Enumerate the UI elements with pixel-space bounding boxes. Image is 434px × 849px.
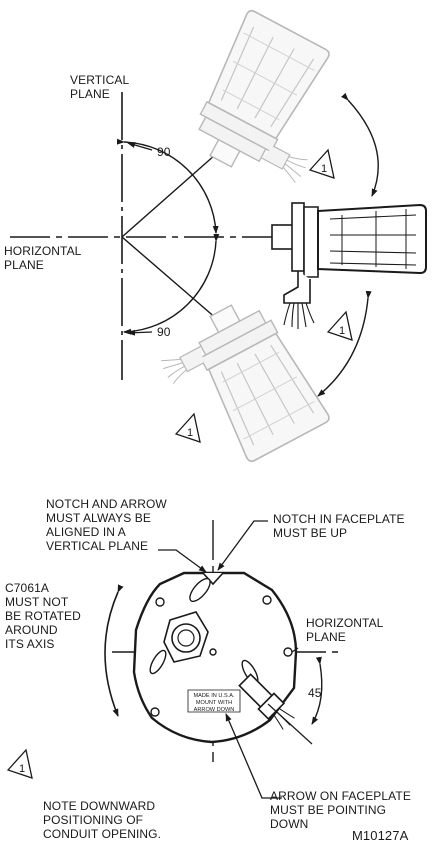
angle-45-arrow: [311, 656, 323, 725]
callout-number: 1: [321, 163, 327, 175]
footnote-text: NOTE DOWNWARD POSITIONING OF CONDUIT OPE…: [43, 799, 162, 841]
notch-faceplate-leader: [217, 520, 268, 571]
faceplate-label-strip: [187, 689, 241, 713]
horizontal-sensor: [271, 202, 427, 329]
faceplate-text-line: MADE IN U.S.A.: [193, 693, 234, 699]
callout-number: 1: [187, 427, 193, 439]
arrow-faceplate-leader: [225, 713, 282, 799]
callout-triangle-middle: 1: [326, 310, 353, 341]
horizontal-plane-leader: [291, 647, 299, 653]
slot-upper: [189, 577, 211, 603]
arrow-faceplate-note: ARROW ON FACEPLATE MUST BE POINTING DOWN: [270, 789, 411, 831]
footnote-number: 1: [19, 763, 25, 775]
notch-arrow-leader: [158, 549, 207, 573]
notch-arrow-note: NOTCH AND ARROW MUST ALWAYS BE ALIGNED I…: [46, 497, 167, 553]
bottom-diagram: MADE IN U.S.A. MOUNT WITH ARROW DOWN: [104, 520, 340, 799]
faceplate-text-line: ARROW DOWN: [194, 707, 235, 713]
callout-triangle-lower: 1: [174, 412, 201, 443]
upper-swing-arrow: [341, 92, 379, 197]
callout-number: 1: [339, 325, 345, 337]
angle-45-guide: [267, 703, 313, 745]
angle-bottom-label: 90: [157, 325, 171, 339]
lower-swing-arrow: [317, 290, 372, 397]
bottom-horizontal-plane-label: HORIZONTAL PLANE: [306, 616, 384, 644]
screw-icon: [283, 647, 293, 657]
screw-icon: [150, 707, 160, 717]
angle-top-label: 90: [157, 145, 171, 159]
lower-90-pointer: [127, 329, 153, 336]
horizontal-plane-label: HORIZONTAL PLANE: [4, 244, 82, 272]
vertical-plane-label: VERTICAL PLANE: [70, 73, 130, 101]
faceplate-notch: [202, 572, 224, 586]
figure-id: M10127A: [352, 828, 409, 843]
screw-icon: [155, 597, 165, 607]
faceplate-text-line: MOUNT WITH: [196, 700, 232, 706]
slot-left: [149, 649, 167, 675]
upper-90-pointer: [127, 142, 153, 151]
callout-triangle-upper: 1: [308, 148, 335, 179]
fitting-bore: [177, 629, 195, 647]
top-diagram: 1 1 1: [10, 8, 427, 479]
lower-90-arc: [123, 233, 220, 335]
angle-45-label: 45: [308, 686, 322, 700]
upper-90-arc: [116, 138, 219, 234]
footnote-triangle: 1: [6, 748, 33, 779]
rotation-arrow: [104, 584, 124, 717]
notch-faceplate-note: NOTCH IN FACEPLATE MUST BE UP: [273, 512, 405, 540]
rotation-note: C7061A MUST NOT BE ROTATED AROUND ITS AX…: [5, 581, 81, 651]
screw-icon: [262, 595, 272, 605]
center-pin: [209, 648, 217, 656]
